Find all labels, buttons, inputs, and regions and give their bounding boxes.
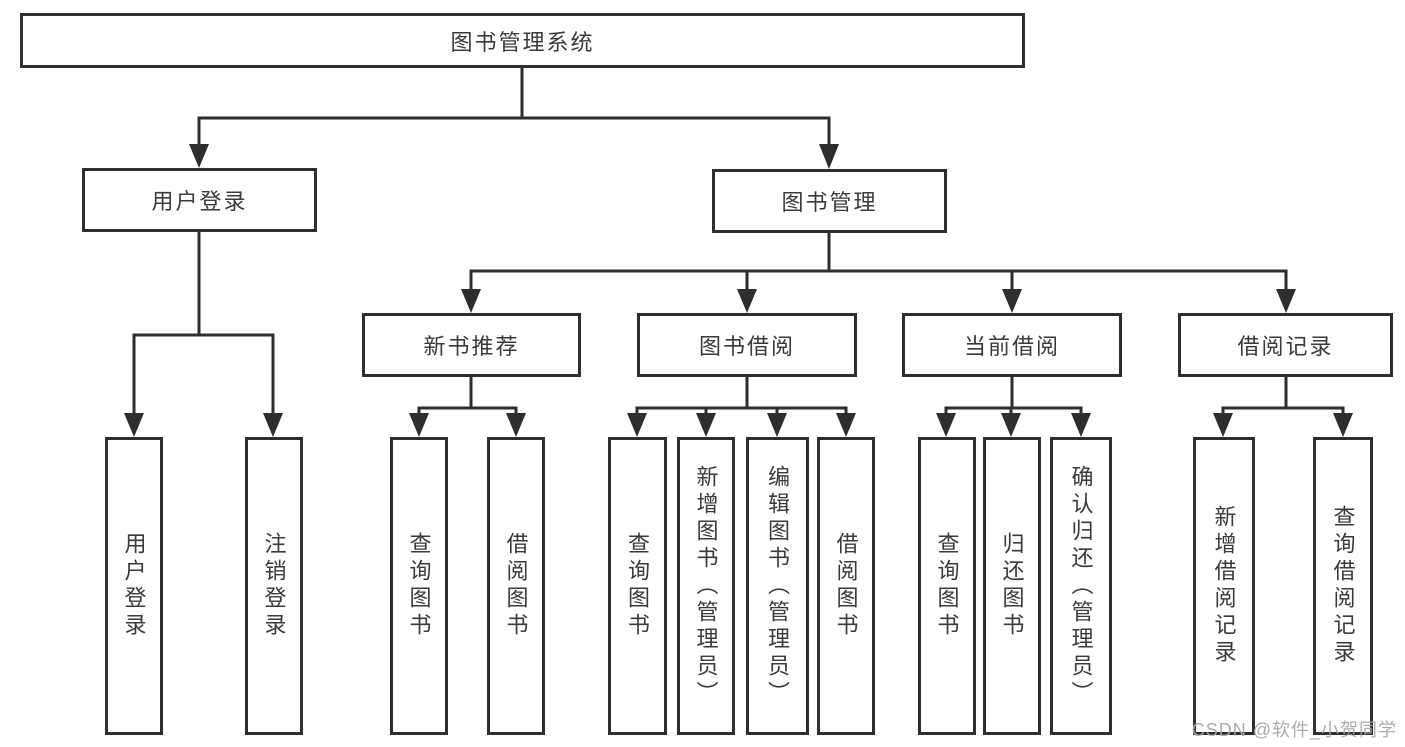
node-new-book-recommend: 新书推荐	[362, 313, 581, 377]
node-root-library-system: 图书管理系统	[20, 13, 1025, 68]
leaf-current-return-books: 归还图书	[983, 437, 1041, 735]
leaf-borrow-borrow-books: 借阅图书	[817, 437, 875, 735]
node-label: 确认归还（管理员）	[1068, 464, 1094, 708]
leaf-current-query-books: 查询图书	[918, 437, 976, 735]
leaf-current-confirm-return-admin: 确认归还（管理员）	[1050, 437, 1112, 735]
node-label: 图书管理	[781, 190, 878, 215]
leaf-rec-query-books: 查询图书	[390, 437, 448, 735]
leaf-user-login: 用户登录	[105, 437, 163, 735]
leaf-logout: 注销登录	[245, 437, 303, 735]
node-label: 新增图书（管理员）	[693, 464, 719, 708]
node-borrow-records: 借阅记录	[1178, 313, 1393, 377]
leaf-borrow-add-books-admin: 新增图书（管理员）	[677, 437, 735, 735]
node-label: 图书借阅	[698, 334, 795, 359]
node-label: 用户登录	[151, 189, 248, 214]
leaf-borrow-query-books: 查询图书	[608, 437, 667, 735]
node-label: 查询借阅记录	[1330, 505, 1356, 667]
node-label: 查询图书	[406, 532, 432, 640]
leaf-records-add-record: 新增借阅记录	[1193, 437, 1255, 735]
leaf-records-query-record: 查询借阅记录	[1313, 437, 1373, 735]
node-book-borrow: 图书借阅	[637, 313, 857, 377]
node-label: 编辑图书（管理员）	[765, 464, 791, 708]
node-label: 查询图书	[934, 532, 960, 640]
node-current-borrow: 当前借阅	[902, 313, 1122, 377]
node-user-login: 用户登录	[82, 168, 317, 232]
node-label: 新增借阅记录	[1211, 505, 1237, 667]
node-label: 借阅图书	[833, 532, 859, 640]
node-label: 用户登录	[121, 532, 147, 640]
node-label: 注销登录	[261, 532, 287, 640]
node-book-management: 图书管理	[712, 169, 947, 233]
leaf-borrow-edit-books-admin: 编辑图书（管理员）	[746, 437, 809, 735]
csdn-watermark: CSDN @软件_小贺同学	[1191, 720, 1397, 740]
node-label: 借阅记录	[1237, 334, 1334, 359]
node-label: 新书推荐	[423, 334, 520, 359]
node-label: 图书管理系统	[450, 29, 595, 55]
leaf-rec-borrow-books: 借阅图书	[487, 437, 545, 735]
node-label: 当前借阅	[963, 334, 1060, 359]
arrowheads	[124, 144, 1353, 437]
node-label: 归还图书	[999, 532, 1025, 640]
node-label: 借阅图书	[503, 532, 529, 640]
node-label: 查询图书	[625, 532, 651, 640]
